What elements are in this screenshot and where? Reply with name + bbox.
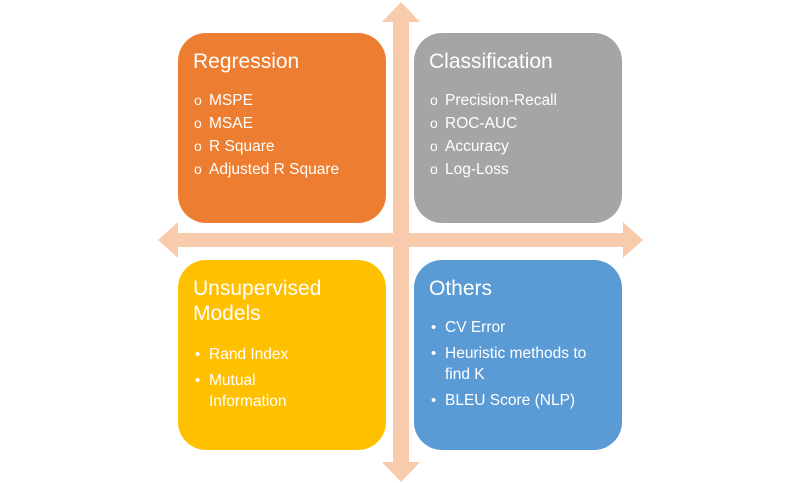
list-item: BLEU Score (NLP) <box>429 390 609 411</box>
list-item: MSAE <box>193 112 378 135</box>
list-item: Heuristic methods to find K <box>429 343 609 385</box>
others-title: Others <box>429 277 493 300</box>
horizontal-axis-arrow <box>158 222 643 258</box>
others-quadrant: Others CV Error Heuristic methods to fin… <box>414 260 622 450</box>
list-item: CV Error <box>429 317 609 338</box>
classification-title: Classification <box>429 50 553 73</box>
unsupervised-metric-list: Rand Index Mutual Information <box>193 344 313 417</box>
unsupervised-title: Unsupervised Models <box>193 277 322 325</box>
regression-quadrant: Regression MSPE MSAE R Square Adjusted R… <box>178 33 386 223</box>
list-item: ROC-AUC <box>429 112 614 135</box>
unsupervised-quadrant: Unsupervised Models Rand Index Mutual In… <box>178 260 386 450</box>
regression-title: Regression <box>193 50 300 73</box>
list-item: Mutual Information <box>193 370 313 412</box>
list-item: Adjusted R Square <box>193 158 378 181</box>
list-item: Precision-Recall <box>429 89 614 112</box>
classification-metric-list: Precision-Recall ROC-AUC Accuracy Log-Lo… <box>429 89 614 181</box>
list-item: R Square <box>193 135 378 158</box>
list-item: MSPE <box>193 89 378 112</box>
list-item: Rand Index <box>193 344 313 365</box>
regression-metric-list: MSPE MSAE R Square Adjusted R Square <box>193 89 378 181</box>
list-item: Accuracy <box>429 135 614 158</box>
list-item: Log-Loss <box>429 158 614 181</box>
classification-quadrant: Classification Precision-Recall ROC-AUC … <box>414 33 622 223</box>
others-metric-list: CV Error Heuristic methods to find K BLE… <box>429 317 609 416</box>
